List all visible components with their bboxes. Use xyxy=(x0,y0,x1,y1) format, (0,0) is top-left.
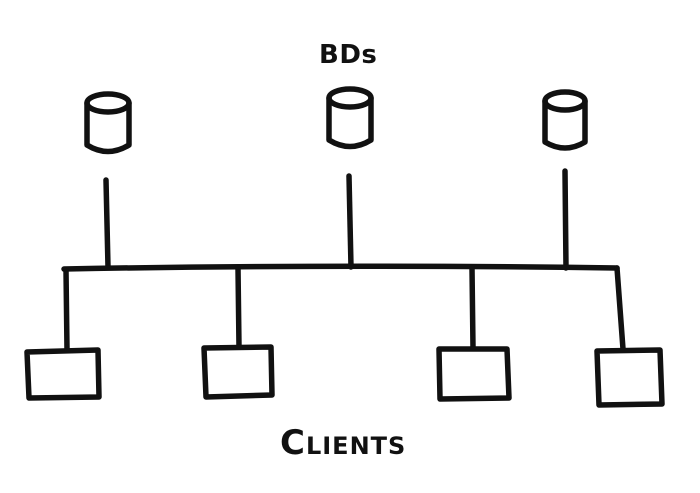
client-1 xyxy=(24,347,102,401)
clients-label: Clients xyxy=(280,423,407,463)
network-bus xyxy=(61,263,620,272)
databases-label: BDs xyxy=(319,40,378,70)
database-1-link xyxy=(103,177,111,270)
client-3-link xyxy=(469,265,476,351)
client-2-link xyxy=(235,265,242,350)
database-3 xyxy=(542,89,588,151)
client-4-link xyxy=(614,265,626,352)
database-3-link xyxy=(562,168,569,271)
database-2 xyxy=(326,86,374,150)
database-2-link xyxy=(346,173,354,270)
client-1-link xyxy=(63,267,70,353)
client-3 xyxy=(436,346,512,402)
client-4 xyxy=(594,347,665,408)
client-2 xyxy=(201,344,275,400)
database-1 xyxy=(84,91,132,155)
